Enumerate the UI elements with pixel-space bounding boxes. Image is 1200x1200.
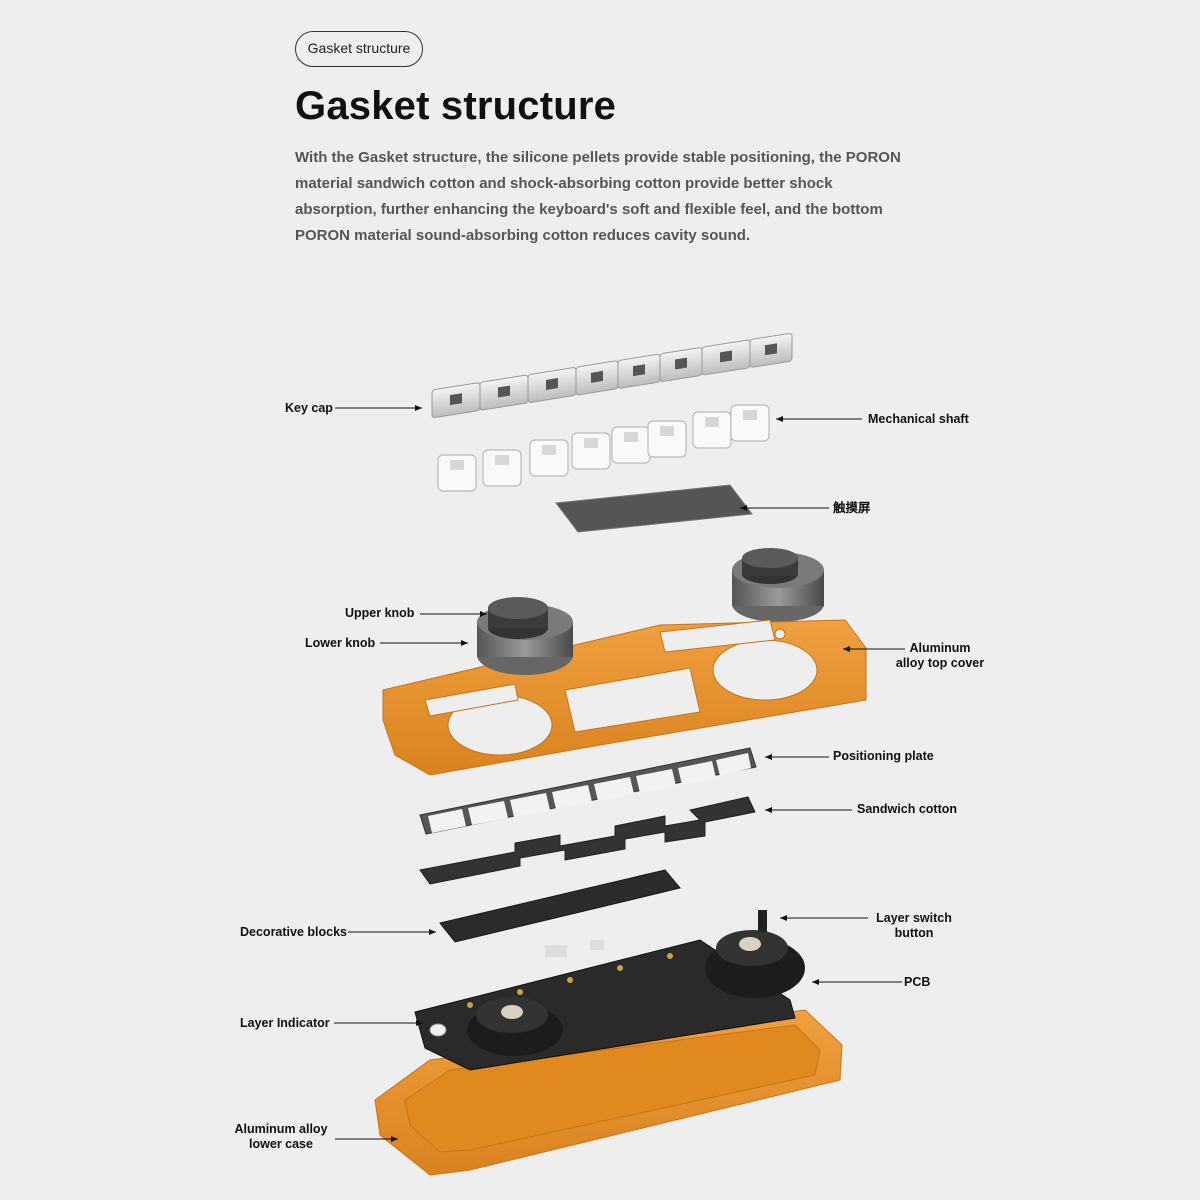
label-key-cap: Key cap <box>285 401 333 415</box>
label-aluminum-top-cover: Aluminum alloy top cover <box>880 641 1000 671</box>
sandwich-cotton <box>419 796 756 885</box>
label-pcb: PCB <box>904 975 931 989</box>
label-layer-indicator: Layer Indicator <box>240 1016 330 1030</box>
section-badge: Gasket structure <box>295 31 423 67</box>
knob-right <box>732 548 824 622</box>
label-aluminum-top-cover-line1: Aluminum <box>909 641 971 655</box>
label-lower-case: Aluminum alloy lower case <box>226 1122 336 1152</box>
positioning-plate <box>419 747 757 835</box>
label-layer-switch-line1: Layer switch <box>876 911 952 925</box>
page-title: Gasket structure <box>295 84 617 128</box>
label-layer-switch: Layer switch button <box>862 911 966 941</box>
label-positioning-plate: Positioning plate <box>833 749 934 763</box>
label-upper-knob: Upper knob <box>345 606 415 620</box>
aluminum-top-cover <box>382 619 867 776</box>
knob-left <box>477 597 573 675</box>
label-lower-case-line2: lower case <box>249 1137 313 1151</box>
label-layer-switch-line2: button <box>894 926 934 940</box>
label-aluminum-top-cover-line2: alloy top cover <box>895 656 985 670</box>
description: With the Gasket structure, the silicone … <box>295 149 901 244</box>
label-decorative-blocks: Decorative blocks <box>240 925 347 939</box>
label-lower-knob: Lower knob <box>305 636 376 650</box>
pcb <box>414 910 805 1071</box>
decorative-blocks <box>439 869 681 943</box>
label-mechanical-shaft: Mechanical shaft <box>868 412 969 426</box>
key-caps <box>431 332 793 419</box>
label-sandwich-cotton: Sandwich cotton <box>857 802 957 816</box>
touch-screen <box>555 484 753 533</box>
leader-lines <box>334 405 905 1142</box>
label-lower-case-line1: Aluminum alloy <box>234 1122 328 1136</box>
mechanical-switches <box>437 404 770 492</box>
label-touch-screen: 触摸屏 <box>833 501 871 515</box>
